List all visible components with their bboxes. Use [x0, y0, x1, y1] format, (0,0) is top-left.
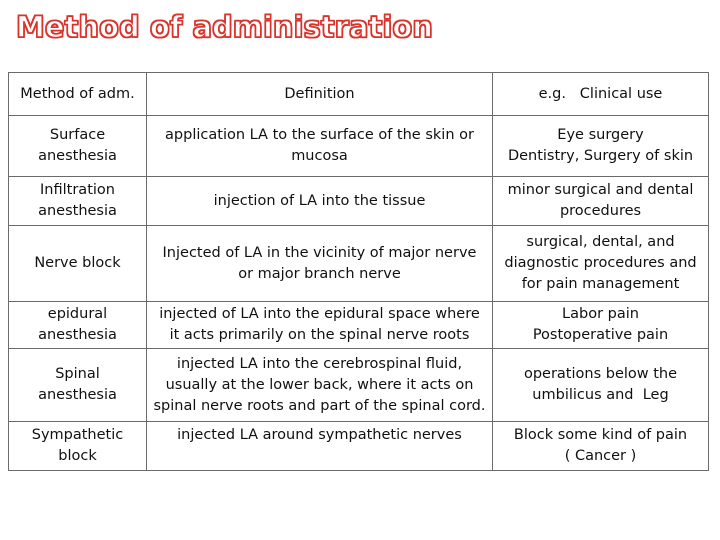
definition-line: spinal nerve roots and part of the spina… [153, 397, 486, 414]
method-line: anesthesia [38, 327, 117, 343]
definition-line: it acts primarily on the spinal nerve ro… [169, 327, 470, 343]
method-line: anesthesia [38, 148, 117, 164]
administration-table: Method of adm. Definition e.g. Clinical … [8, 72, 709, 471]
method-cell: Nerve block [8, 225, 147, 302]
definition-cell: injected LA around sympathetic nerves [146, 421, 493, 471]
table-row: Surface anesthesia application LA to the… [8, 115, 709, 177]
method-line: Spinal [55, 366, 100, 382]
table-header-row: Method of adm. Definition e.g. Clinical … [8, 72, 709, 116]
clinical-use-cell: Block some kind of pain ( Cancer ) [492, 421, 709, 471]
method-cell: Sympathetic block [8, 421, 147, 471]
definition-line: Injected of LA in the vicinity of major … [162, 244, 477, 261]
method-line: Nerve block [34, 255, 121, 271]
use-line: Labor pain [562, 306, 639, 322]
definition-line: injected LA into the cerebrospinal fluid… [176, 355, 463, 372]
definition-cell: Injected of LA in the vicinity of major … [146, 225, 493, 302]
definition-line: application LA to the surface of the ski… [165, 127, 474, 143]
use-line: Postoperative pain [532, 327, 669, 343]
table-row: epidural anesthesia injected of LA into … [8, 301, 709, 349]
clinical-use-cell: surgical, dental, and diagnostic procedu… [492, 225, 709, 302]
use-line: procedures [559, 203, 642, 219]
use-line: diagnostic procedures and [504, 255, 697, 271]
table-row: Sympathetic block injected LA around sym… [8, 421, 709, 471]
slide-title: Method of administration [15, 9, 433, 44]
use-line: surgical, dental, and [526, 234, 675, 250]
method-line: Infiltration [40, 182, 115, 198]
method-line: Surface [49, 127, 106, 143]
method-line: block [58, 448, 97, 464]
clinical-use-cell: Eye surgery Dentistry, Surgery of skin [492, 115, 709, 177]
table-row: Spinal anesthesia injected LA into the c… [8, 348, 709, 422]
definition-line: mucosa [291, 148, 348, 164]
use-line: Dentistry, Surgery of skin [507, 148, 694, 164]
definition-line: injected LA around sympathetic nerves [177, 427, 462, 443]
method-line: anesthesia [38, 387, 117, 403]
use-line: for pain management [521, 276, 680, 292]
definition-line: or major branch nerve [238, 265, 401, 282]
use-line: operations below the [523, 366, 678, 382]
table-row: Infiltration anesthesia injection of LA … [8, 176, 709, 226]
method-line: epidural [47, 306, 108, 322]
use-line: ( Cancer ) [564, 448, 637, 464]
clinical-use-cell: operations below the umbilicus and Leg [492, 348, 709, 422]
use-line: Block some kind of pain [513, 427, 688, 443]
use-line: Eye surgery [557, 127, 644, 143]
definition-cell: injected LA into the cerebrospinal fluid… [146, 348, 493, 422]
definition-line: injected of LA into the epidural space w… [159, 306, 480, 322]
method-line: anesthesia [38, 203, 117, 219]
definition-cell: injected of LA into the epidural space w… [146, 301, 493, 349]
definition-cell: injection of LA into the tissue [146, 176, 493, 226]
method-line: Sympathetic [31, 427, 124, 443]
definition-cell: application LA to the surface of the ski… [146, 115, 493, 177]
use-line: minor surgical and dental [507, 182, 694, 198]
clinical-use-cell: minor surgical and dental procedures [492, 176, 709, 226]
method-cell: Surface anesthesia [8, 115, 147, 177]
header-method: Method of adm. [8, 72, 147, 116]
method-cell: Infiltration anesthesia [8, 176, 147, 226]
method-cell: epidural anesthesia [8, 301, 147, 349]
header-clinical-use: e.g. Clinical use [492, 72, 709, 116]
clinical-use-cell: Labor pain Postoperative pain [492, 301, 709, 349]
table-row: Nerve block Injected of LA in the vicini… [8, 225, 709, 302]
definition-line: injection of LA into the tissue [213, 192, 426, 209]
header-definition: Definition [146, 72, 493, 116]
use-line: umbilicus and Leg [532, 387, 669, 403]
method-cell: Spinal anesthesia [8, 348, 147, 422]
definition-line [153, 446, 486, 467]
definition-line: usually at the lower back, where it acts… [165, 376, 474, 393]
